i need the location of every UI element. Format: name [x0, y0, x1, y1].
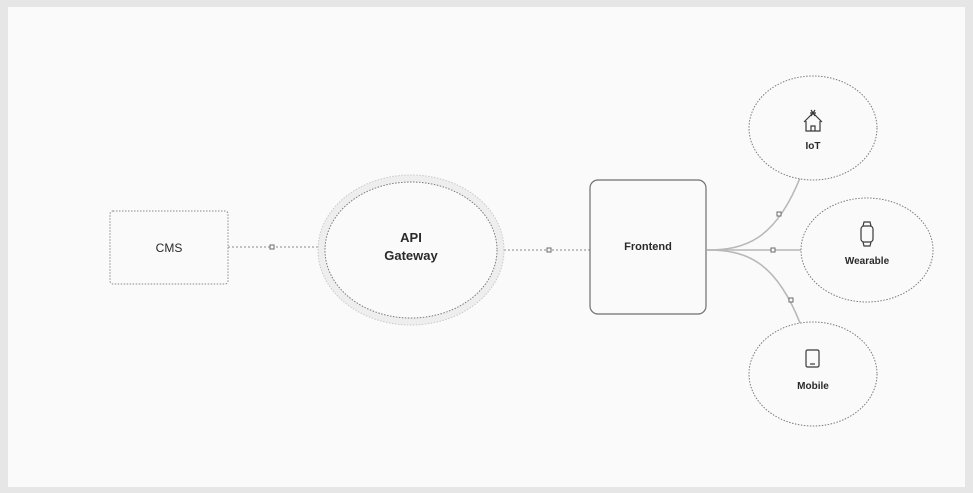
node-cms[interactable]: CMS	[109, 210, 229, 285]
mobile-circle	[748, 321, 878, 427]
node-wearable[interactable]: Wearable	[800, 197, 934, 303]
smartwatch-icon	[860, 221, 874, 247]
wearable-circle	[800, 197, 934, 303]
iot-circle	[748, 75, 878, 181]
frontend-label: Frontend	[624, 241, 672, 253]
node-mobile[interactable]: Mobile	[748, 321, 878, 427]
cms-label: CMS	[156, 241, 183, 255]
frontend-box	[589, 179, 707, 315]
tablet-icon	[805, 349, 820, 368]
edge-frontend-to-mobile	[706, 249, 801, 324]
edge-frontend-to-iot	[706, 177, 801, 251]
cms-box	[109, 210, 229, 285]
node-iot[interactable]: IoT	[748, 75, 878, 181]
connector-dot	[770, 247, 776, 253]
iot-label: IoT	[806, 141, 821, 152]
architecture-diagram: CMS API Gateway Frontend IoT Wearable	[109, 75, 934, 427]
edges	[228, 177, 802, 324]
api-gateway-label-line2: Gateway	[384, 248, 438, 263]
connector-dot	[546, 247, 552, 253]
node-frontend[interactable]: Frontend	[589, 179, 707, 315]
api-gateway-label-line1: API	[400, 230, 422, 245]
api-gateway-circle	[324, 181, 498, 319]
diagram-canvas: CMS API Gateway Frontend IoT Wearable	[8, 7, 965, 487]
mobile-label: Mobile	[797, 381, 829, 392]
connector-dot	[269, 244, 275, 250]
node-api-gateway[interactable]: API Gateway	[317, 174, 505, 326]
wearable-label: Wearable	[845, 256, 890, 267]
house-icon	[803, 109, 823, 132]
connector-dot	[788, 297, 794, 303]
connector-dot	[776, 211, 782, 217]
